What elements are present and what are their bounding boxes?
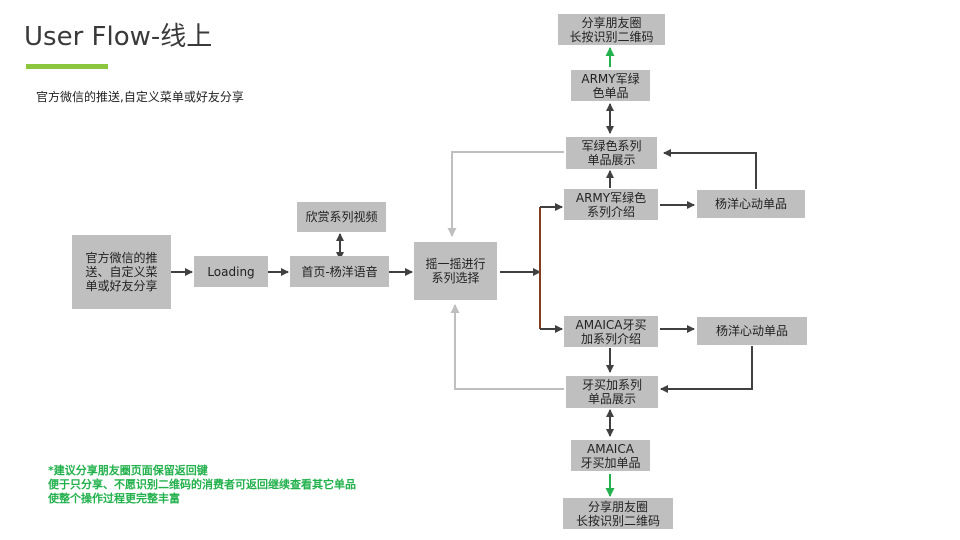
page-title: User Flow-线上 xyxy=(24,22,213,52)
page-subtitle: 官方微信的推送,自定义菜单或好友分享 xyxy=(36,90,244,104)
node-army-share: 分享朋友圈长按识别二维码 xyxy=(558,14,665,45)
node-shake-select: 摇一摇进行系列选择 xyxy=(414,242,497,300)
arrow-heart-amaica-list xyxy=(660,346,753,393)
node-home-voice: 首页-杨洋语音 xyxy=(290,256,389,287)
node-army-heart: 杨洋心动单品 xyxy=(697,190,805,218)
note-line: 使整个操作过程更完整丰富 xyxy=(48,492,180,505)
note-line: *建议分享朋友圈页面保留返回键 xyxy=(48,464,208,477)
note-line: 便于只分享、不愿识别二维码的消费者可返回继续查看其它单品 xyxy=(48,478,356,491)
node-series-video: 欣赏系列视频 xyxy=(297,202,386,232)
back-army-shake xyxy=(447,151,564,237)
node-army-item: ARMY军绿色单品 xyxy=(571,70,650,101)
node-amaica-heart: 杨洋心动单品 xyxy=(697,317,807,345)
node-army-list: 军绿色系列单品展示 xyxy=(566,137,657,169)
node-loading: Loading xyxy=(194,256,268,287)
node-amaica-intro: AMAICA牙买加系列介绍 xyxy=(564,316,658,347)
node-amaica-share: 分享朋友圈长按识别二维码 xyxy=(563,498,673,529)
node-wechat-entry: 官方微信的推送、自定义菜单或好友分享 xyxy=(72,235,171,309)
node-army-intro: ARMY军绿色系列介绍 xyxy=(564,189,658,220)
node-amaica-list: 牙买加系列单品展示 xyxy=(566,376,658,408)
back-amaica-shake xyxy=(450,304,564,390)
design-note: *建议分享朋友圈页面保留返回键 便于只分享、不愿识别二维码的消费者可返回继续查看… xyxy=(48,464,356,506)
arrow-heart-army-list xyxy=(663,149,757,189)
title-underline xyxy=(26,64,108,69)
